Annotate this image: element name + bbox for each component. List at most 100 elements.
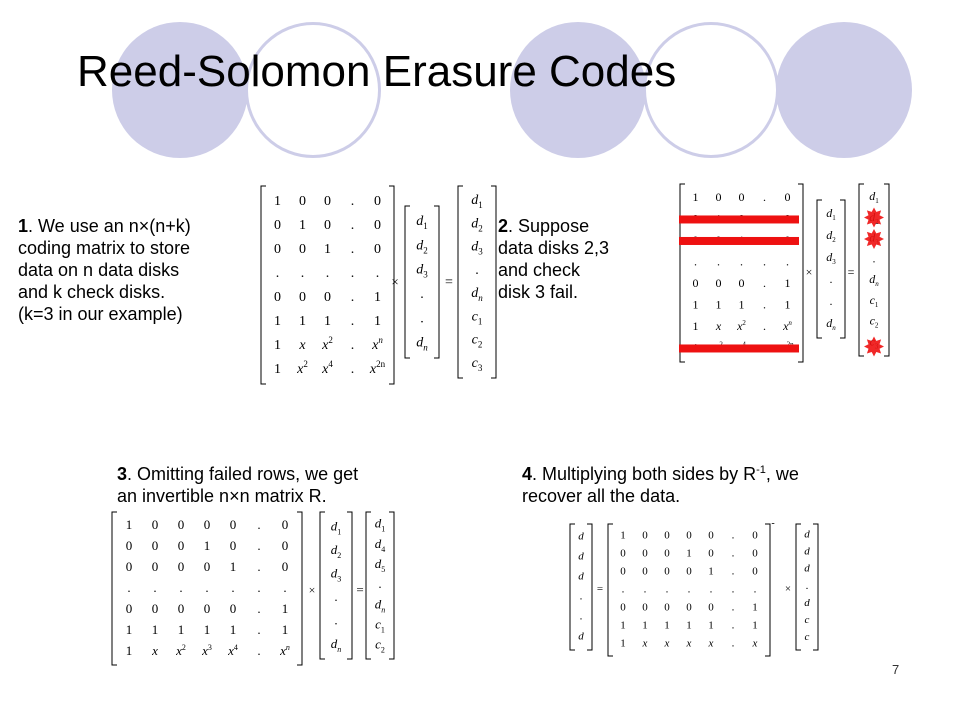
eq1-data-vector-right-bracket <box>434 205 440 359</box>
eq1-coding-matrix-cell: 1 <box>299 218 306 233</box>
eq1-result-vector-entry: d3 <box>471 240 483 257</box>
eq1-coding-matrix-cell: . <box>351 290 355 305</box>
eq3-reduced-matrix-cell: 0 <box>152 559 159 574</box>
eq2-coding-matrix-cell: 1 <box>693 319 699 333</box>
eq3-reduced-matrix-cell: 0 <box>230 517 237 532</box>
eq4-inverse-matrix-cell: . <box>666 583 669 595</box>
step-4-superscript: -1 <box>756 464 766 476</box>
eq4-inverse-matrix-cell: x <box>686 637 692 649</box>
step-1-number: 1 <box>18 216 29 236</box>
eq3-reduced-matrix-cell: 1 <box>230 622 237 637</box>
eq3-reduced-matrix-cell: 1 <box>230 559 237 574</box>
eq2-coding-matrix-cell: . <box>763 190 766 204</box>
eq2-coding-matrix-cell: . <box>717 255 720 269</box>
eq1-coding-matrix-cell: . <box>351 266 355 281</box>
eq4-inverse-matrix-cell: 0 <box>664 547 670 559</box>
eq1-coding-matrix-cell: 0 <box>274 218 281 233</box>
eq2-data-vector-entry: . <box>830 294 833 308</box>
eq3-reduced-matrix-cell: 0 <box>230 538 237 553</box>
eq4-inverse-matrix-cell: . <box>644 583 647 595</box>
eq1-coding-matrix-cell: 1 <box>274 362 281 377</box>
eq4-inverse-matrix-cell: 0 <box>686 529 692 541</box>
eq3-reduced-matrix-cell: . <box>257 559 260 574</box>
eq1-coding-matrix-right-bracket <box>389 185 395 385</box>
eq1-coding-matrix-left-bracket <box>260 185 266 385</box>
eq3-reduced-matrix-cell: . <box>257 517 260 532</box>
eq4-recovered-vector-right-bracket <box>587 523 593 651</box>
eq3-reduced-matrix-cell: . <box>257 622 260 637</box>
eq4-recovered-vector-entry: . <box>580 591 583 603</box>
eq4-inverse-matrix-cell: . <box>732 529 735 541</box>
eq3-result-vector-right-bracket <box>389 511 395 660</box>
eq3-data-vector-entry: d2 <box>331 542 342 560</box>
eq1-result-vector-entry: c1 <box>472 309 483 326</box>
eq3-result-vector-entry: c2 <box>375 637 385 655</box>
eq4-inverse-matrix-cell: 1 <box>620 619 626 631</box>
eq1-result-vector-entry: . <box>475 263 479 278</box>
eq3-reduced-matrix-cell: x <box>151 643 158 658</box>
eq3-reduced-matrix-cell: 0 <box>126 559 133 574</box>
eq2-data-vector-entry: . <box>830 272 833 286</box>
eq1-coding-matrix-cell: x <box>298 338 306 353</box>
eq3-reduced-matrix-cell: 1 <box>282 601 289 616</box>
eq2-coding-matrix-cell: 1 <box>693 298 699 312</box>
eq4-inverse-matrix-cell: . <box>732 565 735 577</box>
eq4-known-vector-entry: c <box>805 631 810 643</box>
eq4-inverse-matrix-cell: 0 <box>620 547 626 559</box>
eq3-reduced-matrix-cell: 0 <box>178 538 185 553</box>
eq2-coding-matrix-cell: . <box>763 319 766 333</box>
eq3-reduced-matrix-cell: 1 <box>282 622 289 637</box>
eq3-reduced-matrix-cell: . <box>127 580 130 595</box>
eq2-equals-sign: = <box>848 265 855 279</box>
eq4-inverse-matrix-cell: 0 <box>686 601 692 613</box>
eq3-reduced-matrix-cell: 1 <box>204 538 211 553</box>
eq4-inverse-matrix-cell: 0 <box>664 565 670 577</box>
eq2-data-vector-entry: d2 <box>826 228 836 244</box>
eq4-inverse-matrix-cell: . <box>710 583 713 595</box>
eq4-inverse-matrix-cell: . <box>732 601 735 613</box>
eq2-coding-matrix-cell: x <box>715 319 722 333</box>
eq4-inverse-matrix-cell: 0 <box>642 565 648 577</box>
eq2-coding-matrix-cell: 0 <box>716 276 722 290</box>
eq4-inverse-matrix-left-bracket <box>607 523 613 657</box>
eq1-coding-matrix-cell: . <box>301 266 305 281</box>
eq2-data-vector-entry: d3 <box>826 250 836 266</box>
eq3-reduced-matrix-cell: . <box>257 643 260 658</box>
eq3-reduced-matrix-cell: 0 <box>204 601 211 616</box>
eq3-reduced-matrix-cell: 0 <box>282 559 289 574</box>
eq3-reduced-matrix-cell: xn <box>279 643 290 658</box>
eq3-reduced-matrix-cell: 1 <box>178 622 185 637</box>
failed-row-strike <box>679 344 799 353</box>
eq3-data-vector-entry: d1 <box>331 518 342 536</box>
eq2-coding-matrix-cell: . <box>763 298 766 312</box>
eq2-data-vector-right-bracket <box>840 199 846 339</box>
equation-2-failures: 100.0010.0001.0.....000.1111.11xx2.xn1x2… <box>675 180 890 365</box>
eq3-reduced-matrix-cell: 0 <box>152 601 159 616</box>
step-2-text: 2. Suppose data disks 2,3 and check disk… <box>498 193 648 303</box>
eq2-result-vector-entry: dn <box>869 272 879 288</box>
eq3-result-vector-entry: d4 <box>375 536 386 554</box>
eq1-coding-matrix-cell: 1 <box>274 194 281 209</box>
eq4-inverse-matrix-cell: . <box>732 583 735 595</box>
eq3-reduced-matrix-cell: 0 <box>282 538 289 553</box>
eq4-inverse-matrix-cell: 1 <box>642 619 648 631</box>
eq1-coding-matrix-cell: 0 <box>374 194 381 209</box>
eq2-coding-matrix-cell: xn <box>782 319 792 333</box>
eq1-coding-matrix-cell: 0 <box>374 218 381 233</box>
eq2-coding-matrix-cell: 1 <box>716 298 722 312</box>
eq1-equals-sign: = <box>445 275 453 290</box>
eq3-result-vector-entry: d5 <box>375 556 386 574</box>
eq3-data-vector-left-bracket <box>319 511 325 660</box>
eq3-data-vector-entry: . <box>334 612 337 627</box>
eq1-coding-matrix-cell: x2n <box>369 359 386 377</box>
eq3-reduced-matrix-cell: 1 <box>126 643 133 658</box>
eq4-known-vector-entry: c <box>805 614 810 626</box>
eq1-coding-matrix-cell: . <box>351 194 355 209</box>
eq2-coding-matrix-cell: 0 <box>716 190 722 204</box>
eq4-inverse-matrix-cell: 0 <box>620 601 626 613</box>
eq4-inverse-matrix-cell: 1 <box>686 619 692 631</box>
eq1-coding-matrix-cell: 0 <box>274 290 281 305</box>
eq1-data-vector-entry: . <box>420 287 424 302</box>
eq1-data-vector-entry: d1 <box>416 214 428 231</box>
eq2-result-vector-right-bracket <box>884 183 890 357</box>
